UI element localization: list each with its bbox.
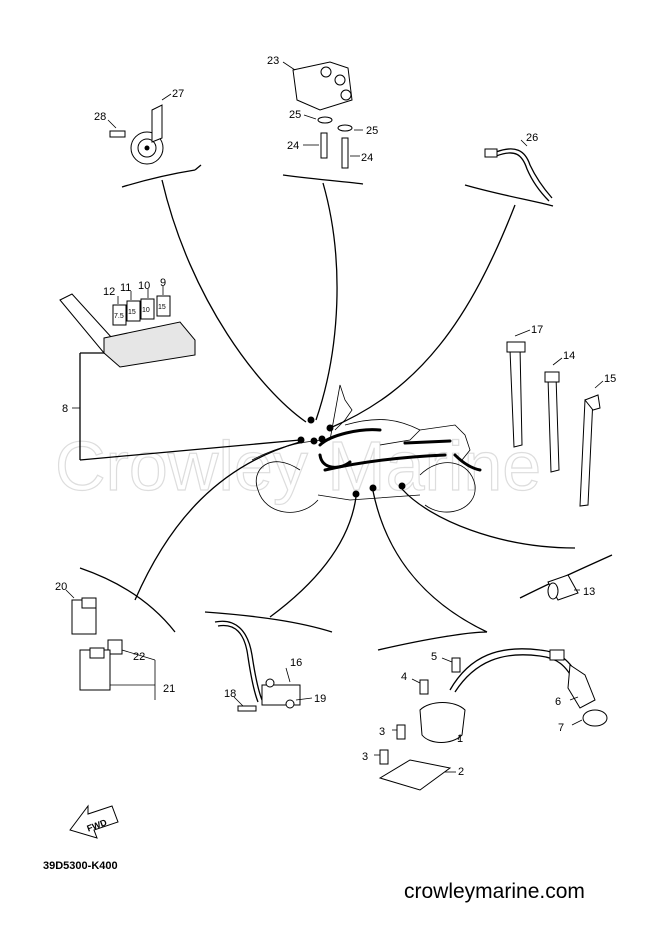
seal-7 bbox=[582, 709, 608, 727]
bolt-4 bbox=[419, 679, 429, 695]
cable-tie-14 bbox=[547, 375, 560, 473]
motorcycle-outline bbox=[251, 384, 482, 513]
sensor-19-washer bbox=[285, 699, 295, 709]
diagram-code: 39D5300-K400 bbox=[43, 860, 118, 872]
callout-14: 14 bbox=[563, 350, 575, 362]
callout-1: 1 bbox=[457, 733, 463, 745]
fuse-10-rating: 10 bbox=[142, 307, 150, 314]
relay-22 bbox=[107, 639, 123, 655]
sensor-18-screw bbox=[237, 705, 257, 712]
callout-25-left: 25 bbox=[289, 109, 301, 121]
sensor-16 bbox=[261, 684, 301, 706]
callout-22: 22 bbox=[133, 651, 145, 663]
relay-group: 23 25 25 24 24 bbox=[267, 55, 378, 185]
horn-bracket bbox=[151, 104, 163, 143]
bolt-3-lower bbox=[379, 749, 389, 765]
ignition-coil-1 bbox=[419, 702, 466, 743]
callout-24-right: 24 bbox=[361, 152, 373, 164]
washer-25-right bbox=[337, 124, 353, 132]
callout-17: 17 bbox=[531, 324, 543, 336]
washer-25-left bbox=[317, 116, 333, 124]
callout-3-lower: 3 bbox=[362, 751, 368, 763]
fuse-box-8 bbox=[103, 321, 196, 368]
horn-group: 27 28 bbox=[94, 88, 202, 188]
wire-lead-group: 26 bbox=[464, 132, 554, 207]
callout-18: 18 bbox=[224, 688, 236, 700]
callout-16: 16 bbox=[290, 657, 302, 669]
callout-5: 5 bbox=[431, 651, 437, 663]
callout-26: 26 bbox=[526, 132, 538, 144]
fuse-12 bbox=[112, 304, 127, 326]
leader-lines bbox=[79, 179, 576, 633]
bolt-5 bbox=[451, 657, 461, 673]
callout-24-left: 24 bbox=[287, 140, 299, 152]
relay-23-part bbox=[292, 61, 353, 111]
callout-19: 19 bbox=[314, 693, 326, 705]
tube-group: 13 bbox=[519, 554, 613, 601]
callout-27: 27 bbox=[172, 88, 184, 100]
fuse-12-rating: 7.5 bbox=[114, 313, 124, 320]
callout-4: 4 bbox=[401, 671, 407, 683]
callout-25-right: 25 bbox=[366, 125, 378, 137]
callout-28: 28 bbox=[94, 111, 106, 123]
callout-11: 11 bbox=[120, 282, 131, 294]
ignition-coil-group: 6 7 1 2 3 3 4 5 bbox=[362, 631, 608, 791]
fuse-9-rating: 15 bbox=[158, 304, 166, 311]
fuse-9 bbox=[156, 295, 171, 317]
callout-9: 9 bbox=[160, 277, 166, 289]
bracket-2 bbox=[378, 759, 452, 791]
callout-10: 10 bbox=[138, 280, 150, 292]
plug-cap-6 bbox=[567, 664, 596, 709]
callout-15: 15 bbox=[604, 373, 616, 385]
cable-tie-15 bbox=[579, 397, 594, 507]
relays-group: 20 22 21 bbox=[55, 567, 176, 700]
bolt-3-upper bbox=[396, 724, 406, 740]
website-link[interactable]: crowleymarine.com bbox=[404, 880, 585, 903]
callout-13: 13 bbox=[583, 586, 595, 598]
fuse-box-group: 7.5 15 10 15 12 11 10 9 8 bbox=[59, 277, 196, 415]
callout-20: 20 bbox=[55, 581, 67, 593]
horn-bolt bbox=[109, 130, 126, 138]
bolt-24-right bbox=[341, 137, 349, 169]
callout-2: 2 bbox=[458, 766, 464, 778]
callout-12: 12 bbox=[103, 286, 115, 298]
wire-lead-26-connector bbox=[484, 148, 498, 158]
callout-23: 23 bbox=[267, 55, 279, 67]
callout-7: 7 bbox=[558, 722, 564, 734]
sensor-group: 16 18 19 bbox=[204, 611, 333, 712]
callout-21: 21 bbox=[163, 683, 175, 695]
fuse-11 bbox=[126, 300, 141, 322]
fuse-10 bbox=[140, 298, 155, 320]
fwd-arrow-icon: FWD bbox=[69, 804, 119, 839]
callout-3-upper: 3 bbox=[379, 726, 385, 738]
callout-6: 6 bbox=[555, 696, 561, 708]
fuse-11-rating: 15 bbox=[128, 309, 136, 316]
cable-tie-group: 17 14 15 bbox=[506, 324, 616, 507]
bolt-24-left bbox=[320, 132, 328, 159]
callout-8: 8 bbox=[62, 403, 68, 415]
